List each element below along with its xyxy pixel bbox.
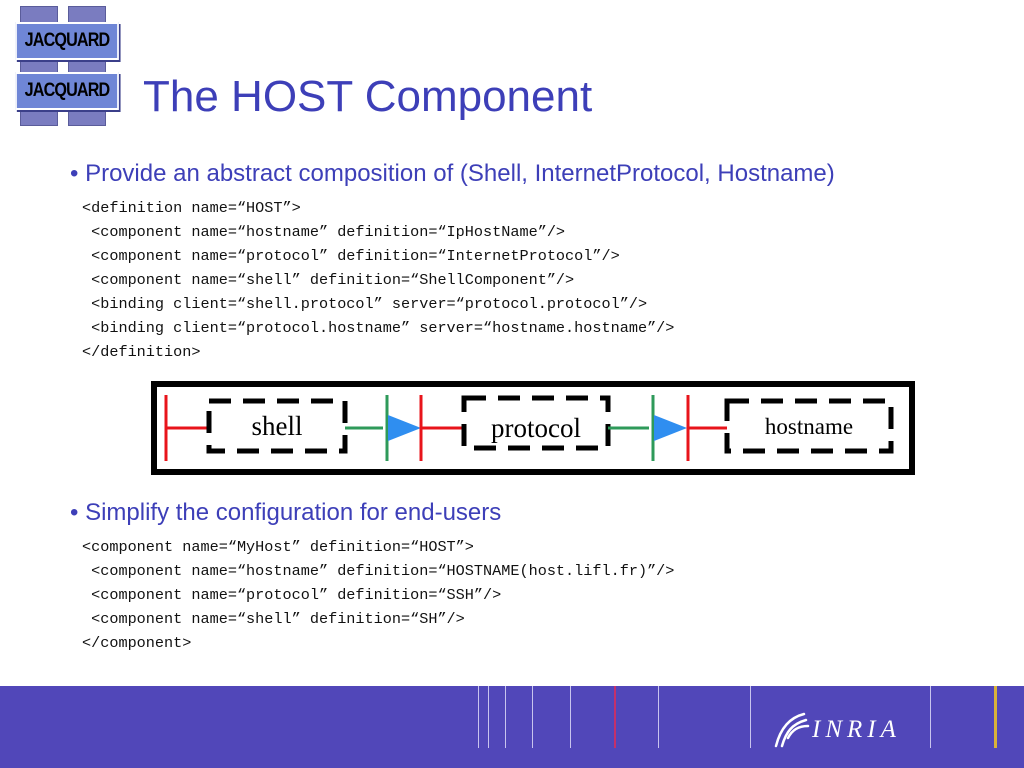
- component-diagram: shell protocol hostname: [151, 381, 915, 475]
- code-line: <component name=“hostname” definition=“I…: [82, 223, 566, 241]
- footer-divider: [532, 686, 533, 748]
- code-line: <component name=“MyHost” definition=“HOS…: [82, 538, 474, 556]
- jacquard-logo: JACQUARD JACQUARD: [0, 0, 130, 130]
- slide-title: The HOST Component: [143, 72, 593, 121]
- code-line: <component name=“hostname” definition=“H…: [82, 562, 675, 580]
- code-line: </definition>: [82, 343, 201, 361]
- logo-label-bottom: JACQUARD: [15, 72, 119, 110]
- binding-arrow-icon: [388, 415, 421, 441]
- footer-divider: [505, 686, 506, 748]
- bullet-simplify: • Simplify the configuration for end-use…: [70, 499, 502, 526]
- code-line: <component name=“protocol” definition=“I…: [82, 247, 620, 265]
- hostname-component-box: [724, 398, 894, 454]
- protocol-component-box: [461, 395, 611, 451]
- footer-divider-accent: [614, 686, 616, 748]
- protocol-label: protocol: [491, 413, 581, 443]
- hostname-label: hostname: [765, 414, 853, 439]
- footer-divider: [478, 686, 479, 748]
- inria-logo-icon: [774, 712, 810, 748]
- code-block-definition: <definition name=“HOST”> <component name…: [82, 196, 674, 364]
- footer-divider: [658, 686, 659, 748]
- footer-divider: [750, 686, 751, 748]
- bullet-provide: • Provide an abstract composition of (Sh…: [70, 160, 835, 187]
- code-line: </component>: [82, 634, 192, 652]
- inria-wordmark: INRIA: [812, 716, 901, 743]
- code-line: <definition name=“HOST”>: [82, 199, 301, 217]
- footer-divider-gold: [994, 686, 997, 748]
- code-line: <component name=“shell” definition=“Shel…: [82, 271, 575, 289]
- shell-component-box: [206, 398, 348, 454]
- logo-label-top: JACQUARD: [15, 22, 119, 60]
- footer-divider: [488, 686, 489, 748]
- footer-band: [0, 686, 1024, 768]
- binding-arrow-icon: [654, 415, 687, 441]
- code-line: <binding client=“shell.protocol” server=…: [82, 295, 648, 313]
- code-line: <component name=“protocol” definition=“S…: [82, 586, 502, 604]
- footer-divider: [930, 686, 931, 748]
- shell-label: shell: [252, 411, 303, 441]
- code-block-component: <component name=“MyHost” definition=“HOS…: [82, 535, 674, 655]
- code-line: <component name=“shell” definition=“SH”/…: [82, 610, 465, 628]
- code-line: <binding client=“protocol.hostname” serv…: [82, 319, 675, 337]
- footer-divider: [570, 686, 571, 748]
